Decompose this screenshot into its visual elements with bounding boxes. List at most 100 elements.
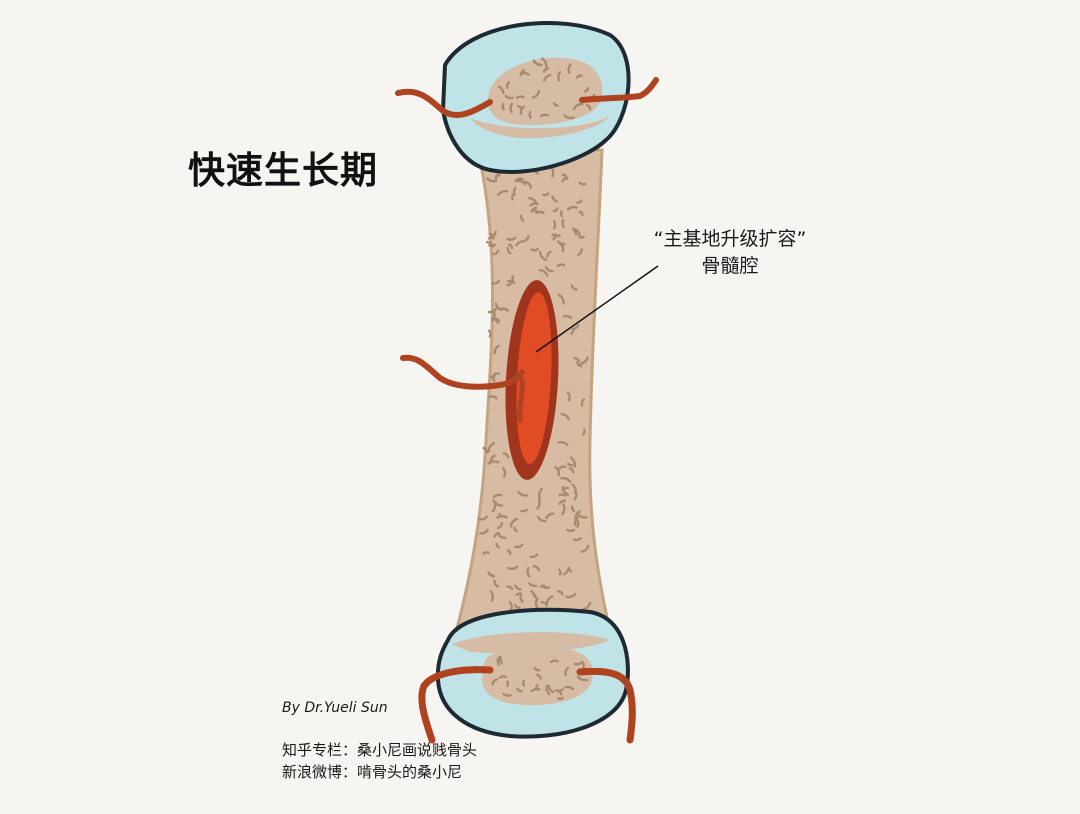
speckle [539, 113, 549, 118]
speckle [492, 493, 503, 499]
speckle [532, 59, 543, 67]
speckle [558, 499, 567, 506]
speckle [523, 180, 533, 189]
speckle [566, 205, 578, 211]
speckle [496, 658, 503, 665]
upper-ossification-texture [497, 57, 596, 120]
speckle [575, 74, 583, 79]
speckle [514, 543, 524, 549]
speckle [576, 199, 583, 204]
speckle [545, 595, 554, 606]
speckle [556, 263, 566, 268]
speckle [506, 585, 514, 591]
marrow-cavity-inner [516, 292, 552, 464]
speckle [574, 510, 581, 520]
speckle [502, 452, 510, 459]
speckle [563, 114, 575, 120]
speckle [559, 210, 564, 218]
speckle [486, 240, 495, 248]
speckle [561, 486, 570, 492]
source-zhihu: 知乎专栏：桑小尼画说贱骨头 [282, 741, 478, 759]
vessel-middle-branch [517, 377, 525, 423]
speckle [509, 517, 519, 528]
speckle [559, 242, 565, 253]
speckle [583, 87, 590, 93]
speckle [488, 232, 495, 240]
marrow-cavity-annotation: “主基地升级扩容” 骨髓腔 [620, 226, 840, 280]
speckle [497, 521, 504, 530]
speckle [486, 177, 498, 183]
speckle [499, 514, 508, 519]
speckle [491, 311, 496, 322]
speckle [570, 327, 575, 335]
speckle [501, 102, 505, 111]
speckle [558, 493, 567, 497]
speckle [551, 233, 559, 238]
speckle [570, 505, 576, 513]
speckle [512, 186, 517, 197]
speckle [546, 250, 552, 258]
diagram-title: 快速生长期 [188, 149, 378, 192]
speckle [507, 243, 514, 250]
speckle [506, 565, 519, 571]
speckle [489, 590, 494, 602]
speckle [555, 689, 563, 696]
speckle [488, 395, 498, 400]
speckle [540, 57, 548, 68]
speckle [477, 515, 489, 521]
blood-vessels [395, 77, 659, 744]
speckle [578, 181, 587, 186]
speckle [527, 196, 538, 205]
speckle [544, 265, 554, 273]
speckle [514, 603, 521, 610]
speckle [536, 673, 542, 680]
speckle [496, 512, 501, 519]
speckle [487, 307, 498, 314]
speckle [576, 512, 588, 519]
speckle [528, 582, 538, 588]
speckle [561, 173, 569, 181]
speckle [528, 110, 532, 119]
speckle [561, 503, 566, 516]
speckle [517, 490, 529, 497]
speckle [569, 456, 577, 468]
speckle [552, 220, 557, 230]
speckle [482, 446, 489, 454]
speckle [494, 173, 499, 181]
speckle [557, 568, 562, 576]
source-info: 知乎专栏：桑小尼画说贱骨头 新浪微博：啃骨头的桑小尼 [282, 739, 477, 783]
speckle [552, 234, 561, 241]
speckle [495, 542, 500, 549]
speckle [539, 584, 546, 588]
speckle [497, 533, 507, 540]
speckle [497, 189, 509, 197]
speckle [497, 85, 505, 95]
vessel-lower-right [576, 667, 636, 744]
speckle [565, 592, 577, 599]
speckle [557, 71, 562, 82]
speckle [513, 526, 518, 533]
speckle [542, 67, 550, 73]
speckle [558, 465, 567, 470]
speckle [578, 235, 585, 239]
vessel-middle-nutrient [400, 354, 525, 390]
speckle [573, 516, 579, 527]
speckle [487, 442, 496, 453]
speckle [578, 210, 584, 216]
lower-ossification-texture [491, 655, 589, 701]
speckle [502, 692, 512, 697]
speckle [533, 666, 541, 672]
speckle [487, 572, 495, 578]
speckle [561, 177, 567, 183]
speckle [564, 685, 575, 691]
speckle [530, 247, 539, 252]
speckle [571, 227, 581, 237]
speckle [572, 537, 583, 542]
speckle [479, 528, 489, 535]
speckle [554, 465, 561, 477]
speckle [545, 684, 551, 696]
speckle [506, 236, 517, 241]
speckle [522, 679, 526, 687]
speckle [556, 590, 564, 596]
